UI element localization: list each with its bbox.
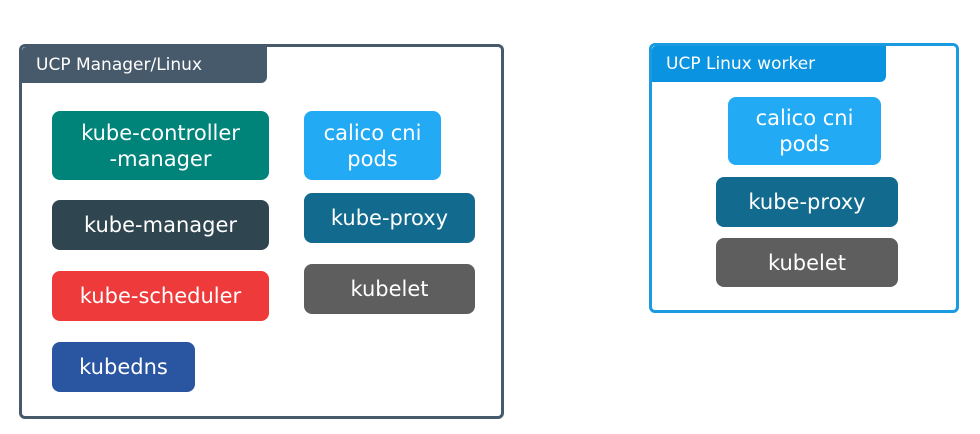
ucp-worker-node: UCP Linux worker: [649, 43, 959, 313]
worker-node-title: UCP Linux worker: [652, 46, 886, 82]
kube-manager: kube-manager: [52, 200, 269, 250]
kube-scheduler: kube-scheduler: [52, 271, 269, 321]
worker-calico-cni-pods: calico cni pods: [728, 97, 881, 165]
worker-kube-proxy: kube-proxy: [716, 177, 898, 227]
manager-calico-cni-pods: calico cni pods: [304, 111, 441, 180]
manager-kube-proxy: kube-proxy: [304, 193, 475, 243]
kubedns: kubedns: [52, 342, 195, 392]
manager-kubelet: kubelet: [304, 264, 475, 314]
kube-controller-manager: kube-controller -manager: [52, 111, 269, 180]
manager-node-title: UCP Manager/Linux: [22, 47, 267, 83]
worker-kubelet: kubelet: [716, 238, 898, 287]
